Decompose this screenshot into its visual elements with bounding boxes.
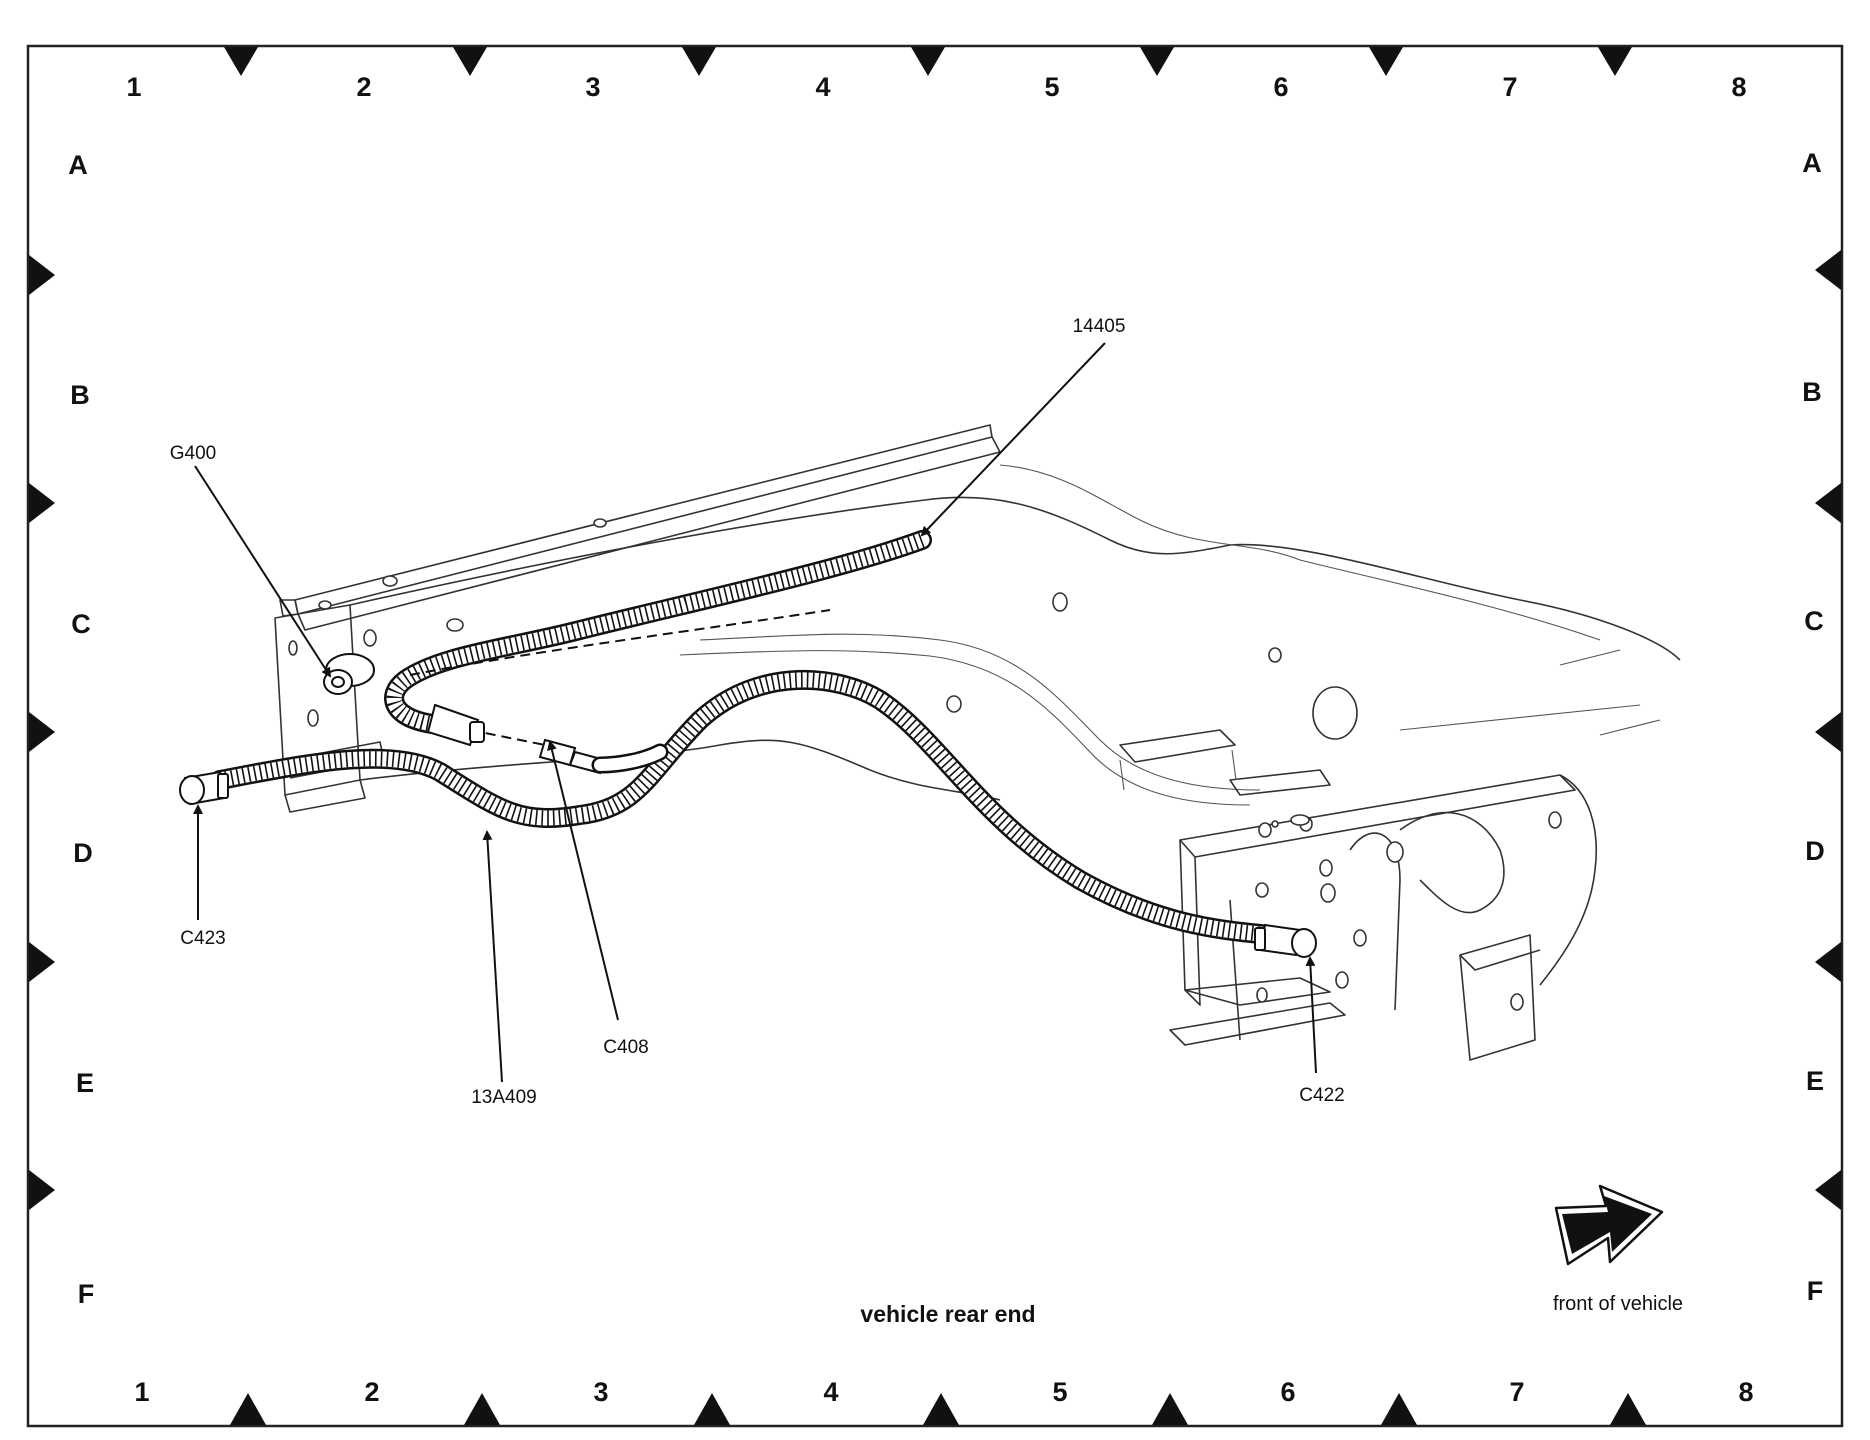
ground-g400-eyelet [323,653,375,695]
row-label-right-a: A [1802,148,1822,178]
row-label-left-e: E [76,1068,94,1098]
leader-c408 [547,740,619,1021]
col-label-top-1: 1 [126,72,141,102]
callout-g400: G400 [170,443,216,464]
diagram-frame [26,44,1844,1428]
front-direction-arrow-icon [1554,1184,1664,1266]
frame-markers [29,47,1841,1425]
callout-14405: 14405 [1073,316,1126,337]
col-label-top-3: 3 [585,72,600,102]
col-label-top-8: 8 [1731,72,1746,102]
callout-c422: C422 [1299,1085,1344,1106]
col-label-bottom-1: 1 [134,1377,149,1407]
row-label-right-d: D [1805,836,1825,866]
col-label-top-4: 4 [815,72,830,102]
row-label-left-f: F [78,1279,95,1309]
col-label-top-2: 2 [356,72,371,102]
row-label-right-c: C [1804,606,1824,636]
col-label-top-6: 6 [1273,72,1288,102]
col-label-bottom-7: 7 [1509,1377,1524,1407]
connector-c408-body [426,703,607,775]
row-label-right-b: B [1802,377,1822,407]
harness-13a409 [210,669,1280,945]
vehicle-frame-drawing [274,424,1681,1061]
col-label-bottom-5: 5 [1052,1377,1067,1407]
row-label-right-e: E [1806,1066,1824,1096]
row-label-left-b: B [70,380,90,410]
connector-c422-body [1254,923,1317,958]
callout-c408: C408 [603,1037,648,1058]
row-label-right-f: F [1807,1276,1824,1306]
caption-front-of-vehicle: front of vehicle [1553,1293,1683,1315]
col-label-bottom-4: 4 [823,1377,838,1407]
leader-c422 [1305,956,1317,1074]
callout-c423: C423 [180,928,225,949]
col-label-bottom-8: 8 [1738,1377,1753,1407]
callout-13a409: 13A409 [471,1087,537,1108]
harness-14405 [384,530,932,735]
col-label-bottom-3: 3 [593,1377,608,1407]
row-label-left-a: A [68,150,88,180]
leader-13a409 [482,830,503,1083]
col-label-bottom-2: 2 [364,1377,379,1407]
connector-c423-body [179,770,229,806]
routing-dashed-lower [469,729,546,746]
leader-14405 [920,342,1106,537]
col-label-bottom-6: 6 [1280,1377,1295,1407]
col-label-top-7: 7 [1502,72,1517,102]
row-label-left-c: C [71,609,91,639]
routing-dashed-upper [409,609,831,676]
leader-g400 [194,465,332,678]
row-label-left-d: D [73,838,93,868]
col-label-top-5: 5 [1044,72,1059,102]
frame-holes [288,518,1562,1011]
caption-vehicle-rear-end: vehicle rear end [860,1301,1035,1327]
